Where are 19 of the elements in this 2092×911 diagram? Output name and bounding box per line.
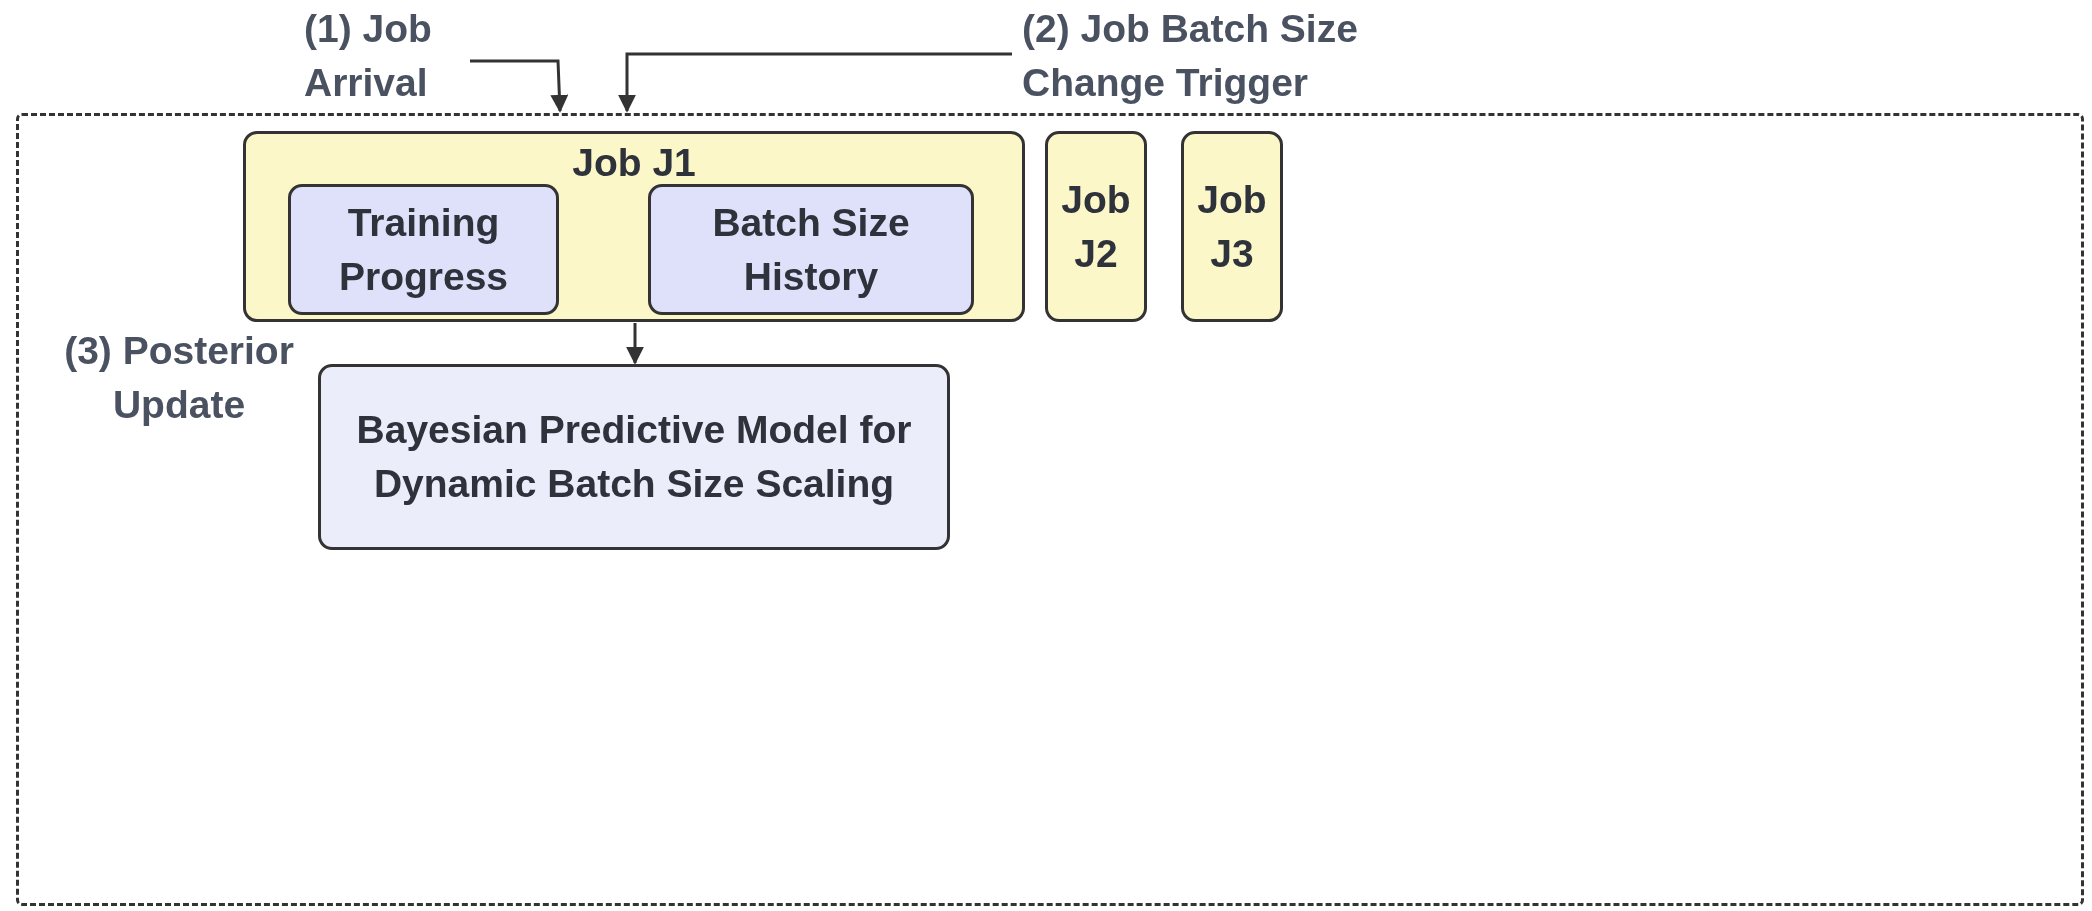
node-label: Bayesian Predictive Model for Dynamic Batch Size Scaling — [355, 407, 913, 507]
dashed-frame — [16, 113, 2084, 906]
info-box — [648, 184, 974, 315]
node-label: Batch Size History — [711, 199, 911, 300]
node-label: Job J1 — [571, 140, 697, 186]
job-box — [1045, 131, 1147, 322]
node-label: Job J3 — [1196, 176, 1268, 277]
arrow — [626, 323, 644, 365]
step-label: (2) Job Batch Size Change Trigger — [1021, 6, 1359, 106]
job-box — [1181, 131, 1283, 322]
step-label: (1) Job Arrival — [303, 6, 433, 106]
arrow — [470, 59, 569, 113]
info-box — [288, 184, 559, 315]
node-label: Job J2 — [1060, 176, 1132, 277]
arrow — [618, 52, 1012, 113]
model-box — [318, 364, 950, 550]
node-label: Training Progress — [337, 199, 510, 300]
step-label: (3) Posterior Update — [63, 328, 295, 428]
job-box — [243, 131, 1025, 322]
